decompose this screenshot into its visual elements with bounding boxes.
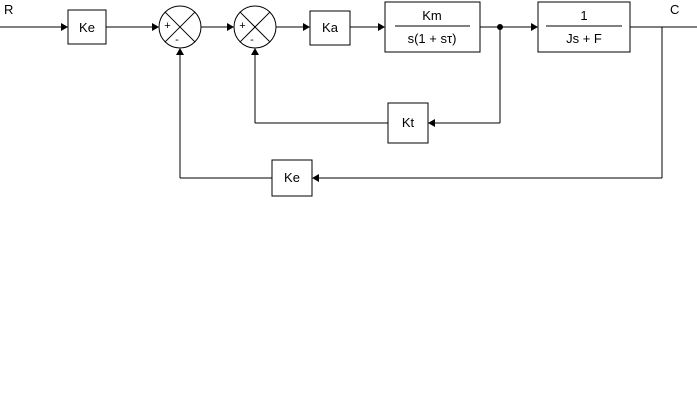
arrow-into-ke-feedback — [312, 174, 319, 182]
km-numerator-label: Km — [422, 8, 442, 23]
arrow-into-sum1 — [152, 23, 159, 31]
arrow-into-sum2-bottom — [251, 48, 259, 55]
ka-block — [309, 10, 351, 46]
ke-forward-block — [67, 9, 107, 45]
output-signal-label: C — [670, 2, 679, 17]
input-signal-label: R — [4, 2, 13, 17]
plant-denominator-label: Js + F — [566, 31, 602, 46]
ke-forward-label: Ke — [79, 20, 95, 35]
arrow-into-km — [378, 23, 385, 31]
kt-feedback-block — [387, 102, 429, 144]
sum1-minus-sign: - — [175, 34, 179, 46]
summing-junction-2-cross-b — [239, 11, 271, 43]
km-denominator-label: s(1 + sτ) — [408, 31, 457, 46]
plant-numerator-label: 1 — [580, 8, 587, 23]
ke-feedback-block — [271, 159, 313, 197]
arrow-into-ka — [303, 23, 310, 31]
km-block — [384, 1, 481, 53]
plant-block — [537, 1, 631, 53]
sum2-minus-sign: - — [250, 34, 254, 46]
arrow-into-sum2 — [227, 23, 234, 31]
arrow-into-ke-forward — [61, 23, 68, 31]
ka-label: Ka — [322, 20, 339, 35]
arrow-into-plant — [531, 23, 538, 31]
arrow-into-kt — [428, 119, 435, 127]
summing-junction-1-cross-b — [164, 11, 196, 43]
sum1-plus-sign: + — [164, 20, 170, 32]
ke-feedback-label: Ke — [284, 170, 300, 185]
arrow-into-sum1-bottom — [176, 48, 184, 55]
kt-feedback-label: Kt — [402, 115, 415, 130]
sum2-plus-sign: + — [239, 20, 245, 32]
